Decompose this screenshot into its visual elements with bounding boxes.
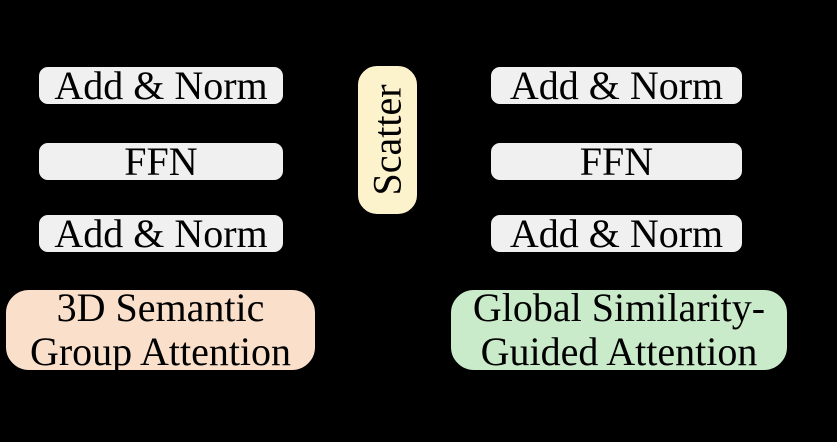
- semantic-group-attention-block: 3D Semantic Group Attention: [3, 286, 318, 374]
- global-similarity-guided-attention-block: Global Similarity- Guided Attention: [448, 286, 790, 374]
- scatter-block: Scatter: [355, 63, 420, 217]
- block-label: Add & Norm: [509, 62, 724, 108]
- left-add-norm-bottom-block: Add & Norm: [36, 210, 286, 256]
- block-label: Scatter: [364, 84, 410, 196]
- block-label: FFN: [124, 138, 198, 184]
- right-add-norm-top-block: Add & Norm: [488, 62, 745, 108]
- block-label-line2: Guided Attention: [480, 329, 758, 374]
- block-label: 3D Semantic Group Attention: [30, 286, 291, 374]
- right-add-norm-bottom-block: Add & Norm: [488, 210, 745, 256]
- block-label: Global Similarity- Guided Attention: [473, 286, 765, 374]
- left-ffn-block: FFN: [36, 138, 286, 184]
- block-label-line1: 3D Semantic: [56, 285, 265, 330]
- block-label: Add & Norm: [54, 62, 268, 108]
- right-ffn-block: FFN: [488, 138, 745, 184]
- block-label-line2: Group Attention: [29, 329, 292, 374]
- block-label: FFN: [579, 138, 654, 184]
- block-label: Add & Norm: [54, 210, 268, 256]
- block-label-line1: Global Similarity-: [472, 285, 766, 330]
- left-add-norm-top-block: Add & Norm: [36, 62, 286, 108]
- block-label: Add & Norm: [509, 210, 724, 256]
